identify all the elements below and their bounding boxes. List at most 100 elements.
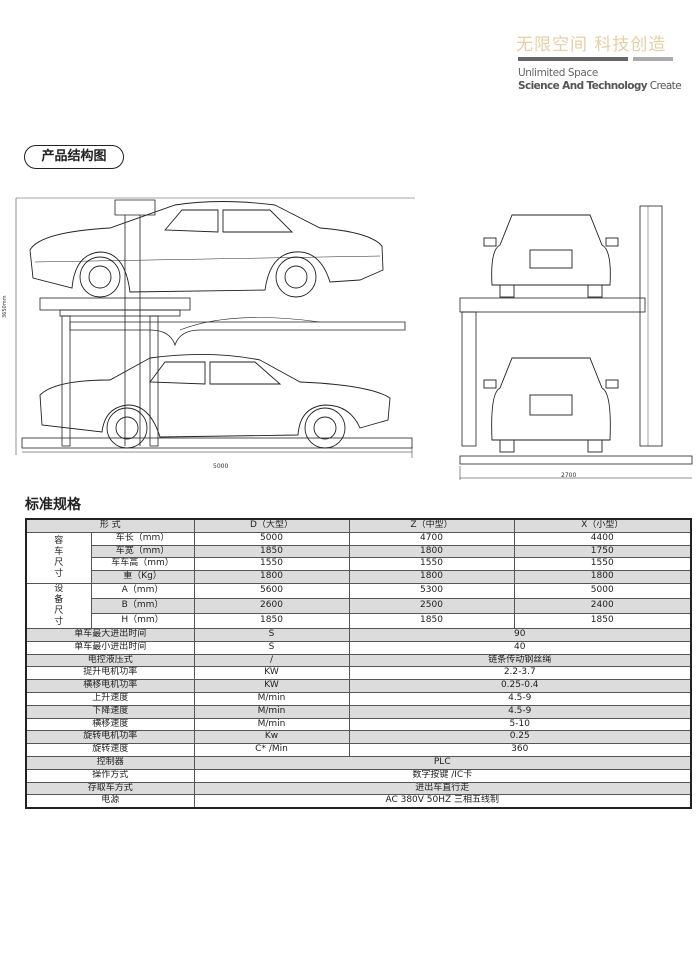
dim-length-label: 5000 (213, 463, 229, 470)
unit-cell: C* /Min (193, 743, 350, 757)
header-cell: Z（中型） (348, 518, 515, 533)
row-label: A（mm） (90, 582, 195, 599)
row-label: 存取车方式 (25, 781, 195, 796)
table-cell: 1800 (348, 570, 515, 584)
table-cell: 40 (348, 640, 692, 655)
upper-car-side (29, 201, 384, 298)
row-label: 下降速度 (25, 704, 195, 719)
decor-bar (633, 57, 673, 61)
unit-cell: M/min (193, 691, 350, 706)
unit-cell: KW (193, 666, 350, 681)
table-row: 电控液压式/链条传动钢丝绳 (25, 653, 692, 668)
table-cell: 1800 (193, 570, 350, 584)
table-cell: 1850 (348, 612, 515, 629)
dim-height-label: 3650mm (2, 295, 8, 318)
table-cell: PLC (193, 755, 692, 770)
lower-car-side (39, 353, 391, 449)
unit-cell: KW (193, 679, 350, 693)
table-cell: 4700 (348, 531, 515, 546)
table-cell: 360 (348, 743, 692, 757)
table-cell: 2400 (513, 597, 692, 614)
table-cell: 0.25-0.4 (348, 679, 692, 693)
row-label: 提升电机功率 (25, 666, 195, 681)
unit-cell: S (193, 640, 350, 655)
side-view-lift (15, 197, 415, 458)
row-label: B（mm） (90, 597, 195, 614)
table-cell: 2600 (193, 597, 350, 614)
slogan-en-2: Science And Technology Create (518, 80, 682, 92)
slogan-en-1: Unlimited Space (518, 67, 598, 79)
table-cell: 进出车直行走 (193, 781, 692, 796)
table-cell: 4.5-9 (348, 704, 692, 719)
slogan-cn: 无限空间 科技创造 (516, 35, 667, 55)
row-label: 旋转速度 (25, 743, 195, 757)
row-label: 横移电机功率 (25, 679, 195, 693)
structure-drawing (15, 197, 693, 480)
header-cell: 形 式 (25, 518, 195, 533)
table-cell: 5600 (193, 582, 350, 599)
table-cell: 1550 (193, 557, 350, 572)
table-cell: 5000 (513, 582, 692, 599)
table-cell: 5-10 (348, 717, 692, 732)
unit-cell: M/min (193, 704, 350, 719)
row-label: 单车最大进出时间 (25, 627, 195, 642)
table-cell: 4.5-9 (348, 691, 692, 706)
table-cell: 1800 (513, 570, 692, 584)
table-row: 存取车方式进出车直行走 (25, 781, 692, 796)
row-label: 单车最小进出时间 (25, 640, 195, 655)
row-label: 车长（mm） (90, 531, 195, 546)
table-cell: 1750 (513, 544, 692, 559)
upper-car-front (483, 214, 619, 298)
table-cell: 1550 (348, 557, 515, 572)
section-title-spec: 标准规格 (25, 497, 81, 513)
table-cell: AC 380V 50HZ 三相五线制 (193, 794, 692, 809)
table-cell: 1850 (193, 612, 350, 629)
header-cell: D（大型） (193, 518, 350, 533)
table-cell: 1850 (513, 612, 692, 629)
unit-cell: S (193, 627, 350, 642)
front-view-lift (459, 205, 693, 480)
table-cell: 4400 (513, 531, 692, 546)
unit-cell: M/min (193, 717, 350, 732)
lower-car-front (483, 357, 619, 453)
row-label: 横移速度 (25, 717, 195, 732)
table-cell: 链条传动钢丝绳 (348, 653, 692, 668)
slogan-en-bold: Science And Technology (518, 80, 648, 92)
table-cell: 2.2-3.7 (348, 666, 692, 681)
table-row: 操作方式数字按键 /IC卡 (25, 768, 692, 783)
table-cell: 5000 (193, 531, 350, 546)
dim-width-label: 2700 (561, 472, 577, 479)
table-cell: 0.25 (348, 730, 692, 745)
table-cell: 90 (348, 627, 692, 642)
row-label: 旋转电机功率 (25, 730, 195, 745)
unit-cell: Kw (193, 730, 350, 745)
group-label: 容车尺寸 (25, 531, 92, 584)
table-cell: 1850 (193, 544, 350, 559)
row-label: 电控液压式 (25, 653, 195, 668)
decor-bar (518, 57, 628, 61)
row-label: 控制器 (25, 755, 195, 770)
table-cell: 5300 (348, 582, 515, 599)
unit-cell: / (193, 653, 350, 668)
header-cell: X（小型） (513, 518, 692, 533)
row-label: 车宽（mm） (90, 544, 195, 559)
row-label: 上升速度 (25, 691, 195, 706)
row-label: 操作方式 (25, 768, 195, 783)
section-title-structure: 产品结构图 (24, 145, 124, 169)
table-cell: 数字按键 /IC卡 (193, 768, 692, 783)
row-label: H（mm） (90, 612, 195, 629)
